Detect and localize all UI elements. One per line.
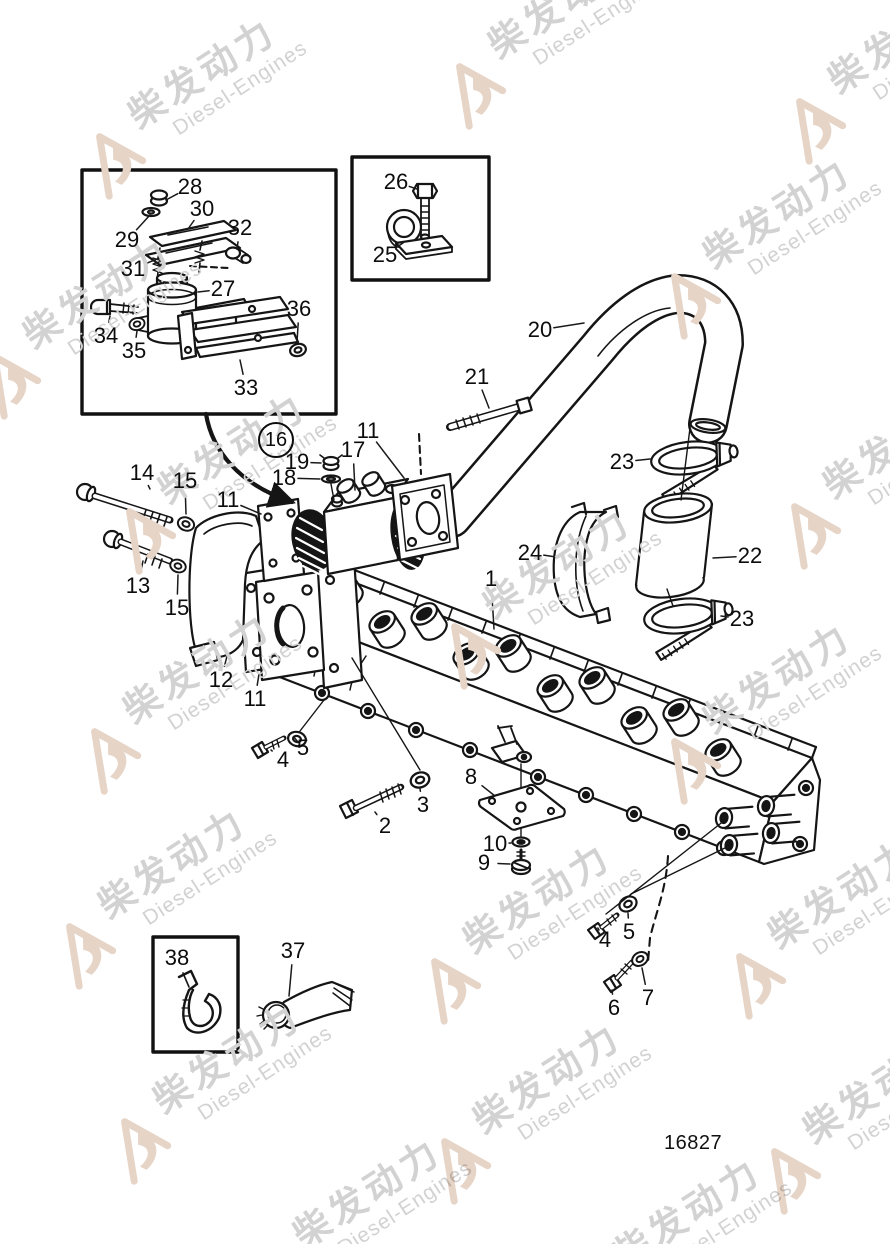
connector-assembly-17 bbox=[256, 471, 460, 583]
drawing-number: 16827 bbox=[664, 1132, 723, 1154]
washer-3 bbox=[407, 768, 433, 792]
washer-5-left bbox=[285, 728, 309, 750]
bolt-6 bbox=[602, 959, 635, 994]
elbow-assembly bbox=[188, 511, 326, 682]
nut-19 bbox=[319, 454, 343, 472]
dashed-lines bbox=[188, 264, 670, 964]
shield-24 bbox=[552, 501, 620, 625]
bolt-2 bbox=[338, 783, 405, 820]
bolt-14 bbox=[75, 482, 174, 527]
bolt-4-left bbox=[250, 735, 287, 760]
inset-box-1 bbox=[80, 168, 338, 416]
washer-15-upper bbox=[175, 514, 197, 534]
assembly-lines bbox=[299, 427, 732, 915]
stud-21 bbox=[446, 396, 533, 431]
sensor-bracket bbox=[490, 725, 533, 837]
hose-clamp-23-upper bbox=[650, 440, 739, 503]
screw-9 bbox=[510, 848, 532, 876]
bolt-4-right bbox=[586, 912, 620, 941]
washer-18 bbox=[320, 474, 342, 501]
hose-clamp-23-lower bbox=[643, 597, 734, 661]
callout-leader-lines bbox=[107, 185, 737, 997]
pointer-arrow bbox=[203, 411, 296, 508]
inset-box-2 bbox=[350, 155, 491, 282]
washer-10 bbox=[511, 836, 531, 848]
sealant-tube-37 bbox=[256, 980, 355, 1030]
sleeve-22 bbox=[634, 492, 714, 599]
cover-plate-8 bbox=[477, 783, 566, 831]
inset-box-38 bbox=[151, 935, 240, 1054]
bolt-13 bbox=[102, 529, 174, 569]
